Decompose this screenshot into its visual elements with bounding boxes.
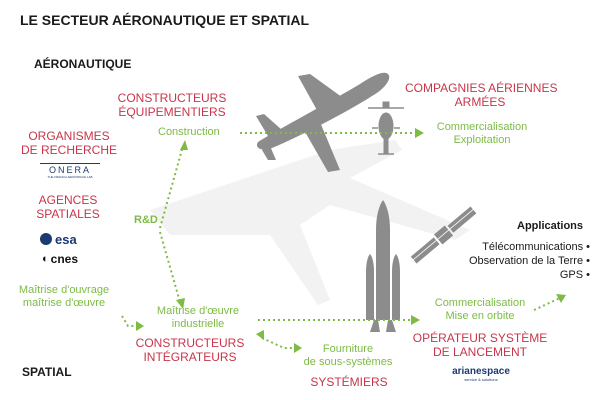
- agences-spatiales-label: AGENCES SPATIALES: [20, 193, 116, 221]
- fourniture-line-1: Fourniture: [322, 343, 374, 355]
- esa-logo-mark: [40, 233, 52, 245]
- commercialisation-exploitation-label: Commercialisation Exploitation: [424, 121, 540, 147]
- page-title: LE SECTEUR AÉRONAUTIQUE ET SPATIAL: [20, 12, 310, 28]
- rocket-icon: [366, 200, 400, 332]
- arrow-rd-to-maitrise: [159, 231, 181, 303]
- applications-list: Télécommunications • Observation de la T…: [469, 240, 590, 282]
- onera-logo-text: ONERA: [40, 163, 100, 175]
- maitrise-oeuvre-line-2: industrielle: [171, 318, 225, 330]
- maitrise-oeuvre-line-1: Maîtrise d'œuvre: [156, 305, 240, 317]
- organismes-line-1: ORGANISMES: [28, 129, 110, 143]
- commercialisation-aero-line-2: Exploitation: [453, 134, 511, 146]
- constructeurs-equipementiers-label: CONSTRUCTEURS ÉQUIPEMENTIERS: [112, 91, 232, 119]
- constructeurs-eq-line-1: CONSTRUCTEURS: [117, 91, 227, 105]
- constructeurs-int-line-2: INTÉGRATEURS: [143, 350, 237, 364]
- construction-label: Construction: [158, 126, 220, 138]
- arrow-rd-to-construction: [159, 145, 184, 229]
- constructeurs-int-line-1: CONSTRUCTEURS: [135, 336, 245, 350]
- rd-label: R&D: [134, 214, 158, 226]
- maitrise-oeuvre-industrielle-label: Maîtrise d'œuvre industrielle: [142, 305, 254, 331]
- arrow-ouvrage-to-oeuvre: [121, 315, 138, 327]
- application-item: Observation de la Terre •: [468, 255, 590, 267]
- operateur-line-1: OPÉRATEUR SYSTÈME: [412, 331, 548, 345]
- onera-logo-subtext: THE FRENCH AEROSPACE LAB: [47, 175, 93, 179]
- onera-logo: ONERA THE FRENCH AEROSPACE LAB: [40, 163, 100, 180]
- organismes-recherche-label: ORGANISMES DE RECHERCHE: [14, 129, 124, 157]
- arianespace-logo-text: arianespace: [452, 366, 510, 377]
- section-label-spatial: SPATIAL: [22, 365, 72, 379]
- compagnies-line-1: COMPAGNIES AÉRIENNES: [405, 81, 558, 95]
- commercialisation-mise-en-orbite-label: Commercialisation Mise en orbite: [422, 297, 538, 323]
- operateur-systeme-lancement-label: OPÉRATEUR SYSTÈME DE LANCEMENT: [408, 331, 552, 359]
- application-item: Télécommunications •: [482, 241, 590, 253]
- maitrise-ouvrage-label: Maîtrise d'ouvrage maîtrise d'œuvre: [12, 284, 116, 310]
- background-plane-icon: [150, 140, 470, 305]
- cnes-logo-text: cnes: [50, 252, 79, 266]
- agences-line-2: SPATIALES: [36, 207, 100, 221]
- operateur-line-2: DE LANCEMENT: [432, 345, 527, 359]
- maitrise-ouvrage-line-1: Maîtrise d'ouvrage: [18, 284, 110, 296]
- compagnies-aeriennes-label: COMPAGNIES AÉRIENNES ARMÉES: [405, 81, 558, 109]
- arianespace-logo-subtext: service & solutions: [464, 377, 498, 382]
- arianespace-logo: arianespace service & solutions: [446, 366, 516, 383]
- maitrise-ouvrage-line-2: maîtrise d'œuvre: [22, 297, 106, 309]
- organismes-line-2: DE RECHERCHE: [20, 143, 117, 157]
- section-label-aero: AÉRONAUTIQUE: [34, 57, 132, 71]
- applications-title: Applications: [517, 220, 584, 232]
- airplane-icon: [256, 72, 390, 172]
- agences-line-1: AGENCES: [38, 193, 98, 207]
- cnes-logo: ◐ cnes: [42, 251, 78, 267]
- application-item: GPS •: [559, 269, 590, 281]
- constructeurs-eq-line-2: ÉQUIPEMENTIERS: [118, 105, 226, 119]
- arrow-heads: [136, 128, 566, 353]
- commercialisation-aero-line-1: Commercialisation: [436, 121, 528, 133]
- systemiers-label: SYSTÉMIERS: [310, 375, 388, 389]
- compagnies-line-2: ARMÉES: [454, 95, 506, 109]
- cnes-logo-mark: ◐: [42, 253, 49, 265]
- constructeurs-integrateurs-label: CONSTRUCTEURS INTÉGRATEURS: [130, 336, 250, 364]
- fourniture-line-2: de sous-systèmes: [303, 356, 393, 368]
- flow-arrows: [121, 132, 561, 349]
- esa-logo: esa: [40, 231, 77, 247]
- helicopter-icon: [368, 101, 404, 155]
- satellite-icon: [410, 206, 477, 264]
- esa-logo-text: esa: [55, 231, 77, 247]
- fourniture-sous-systemes-label: Fourniture de sous-systèmes: [288, 343, 408, 369]
- commercialisation-spatial-line-1: Commercialisation: [434, 297, 526, 309]
- commercialisation-spatial-line-2: Mise en orbite: [445, 310, 515, 322]
